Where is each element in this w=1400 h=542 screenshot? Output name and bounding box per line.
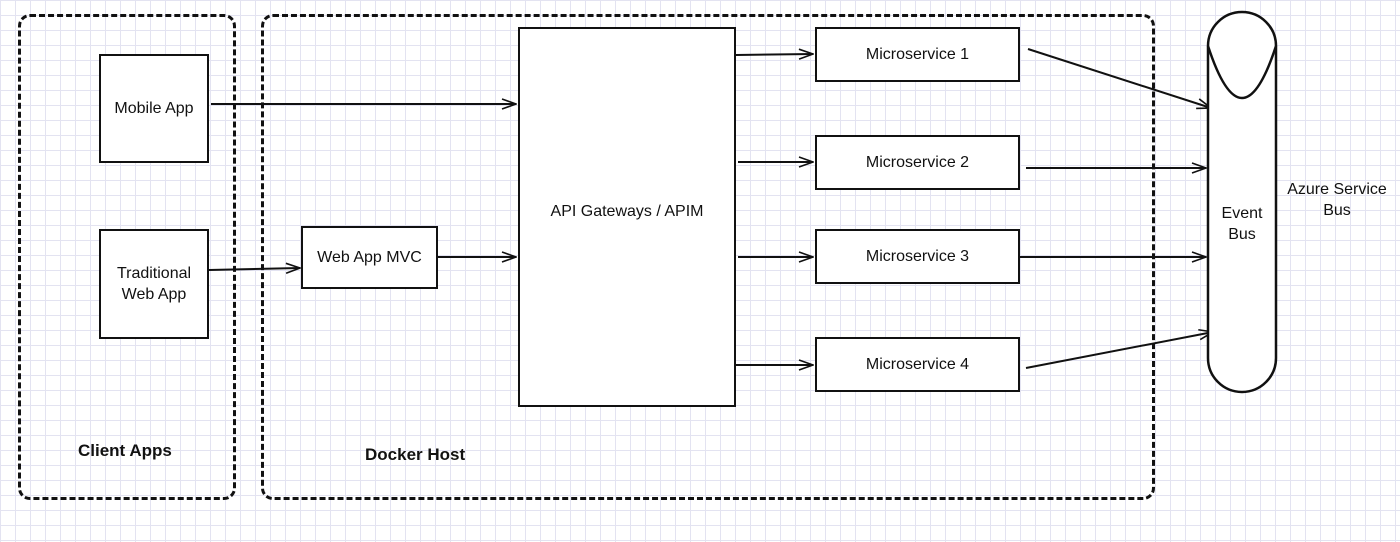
microservice-1-label: Microservice 1 <box>865 46 970 63</box>
api-gateway-node: API Gateways / APIM <box>518 27 736 407</box>
event-bus-body <box>1206 10 1278 394</box>
arrow-ms1-to-bus <box>1027 48 1211 108</box>
api-gateway-label: API Gateways / APIM <box>550 202 704 220</box>
client-apps-group <box>18 14 236 500</box>
client-apps-label: Client Apps <box>78 441 172 460</box>
microservice-4-label: Microservice 4 <box>865 356 970 373</box>
traditional-web-app-label: Traditional Web App <box>116 265 192 303</box>
microservice-4-node: Microservice 4 <box>815 337 1020 392</box>
traditional-web-app-node: Traditional Web App <box>99 229 209 339</box>
arrow-gateway-to-ms1 <box>735 54 813 55</box>
microservice-1-node: Microservice 1 <box>815 27 1020 82</box>
event-bus-label: Event Bus <box>1221 205 1263 243</box>
web-app-mvc-label: Web App MVC <box>317 249 422 266</box>
mobile-app-node: Mobile App <box>99 54 209 163</box>
microservice-2-label: Microservice 2 <box>865 154 970 171</box>
docker-host-label: Docker Host <box>365 445 466 464</box>
arrow-traditional-to-webmvc <box>208 268 300 270</box>
microservice-3-label: Microservice 3 <box>865 248 970 265</box>
event-bus-top-curve <box>1206 45 1278 99</box>
mobile-app-label: Mobile App <box>114 100 194 117</box>
web-app-mvc-node: Web App MVC <box>301 226 438 289</box>
event-bus-node <box>1206 10 1278 394</box>
arrow-ms4-to-bus <box>1025 332 1213 369</box>
microservice-2-node: Microservice 2 <box>815 135 1020 190</box>
microservice-3-node: Microservice 3 <box>815 229 1020 284</box>
azure-service-bus-label: Azure Service Bus <box>1287 181 1387 219</box>
